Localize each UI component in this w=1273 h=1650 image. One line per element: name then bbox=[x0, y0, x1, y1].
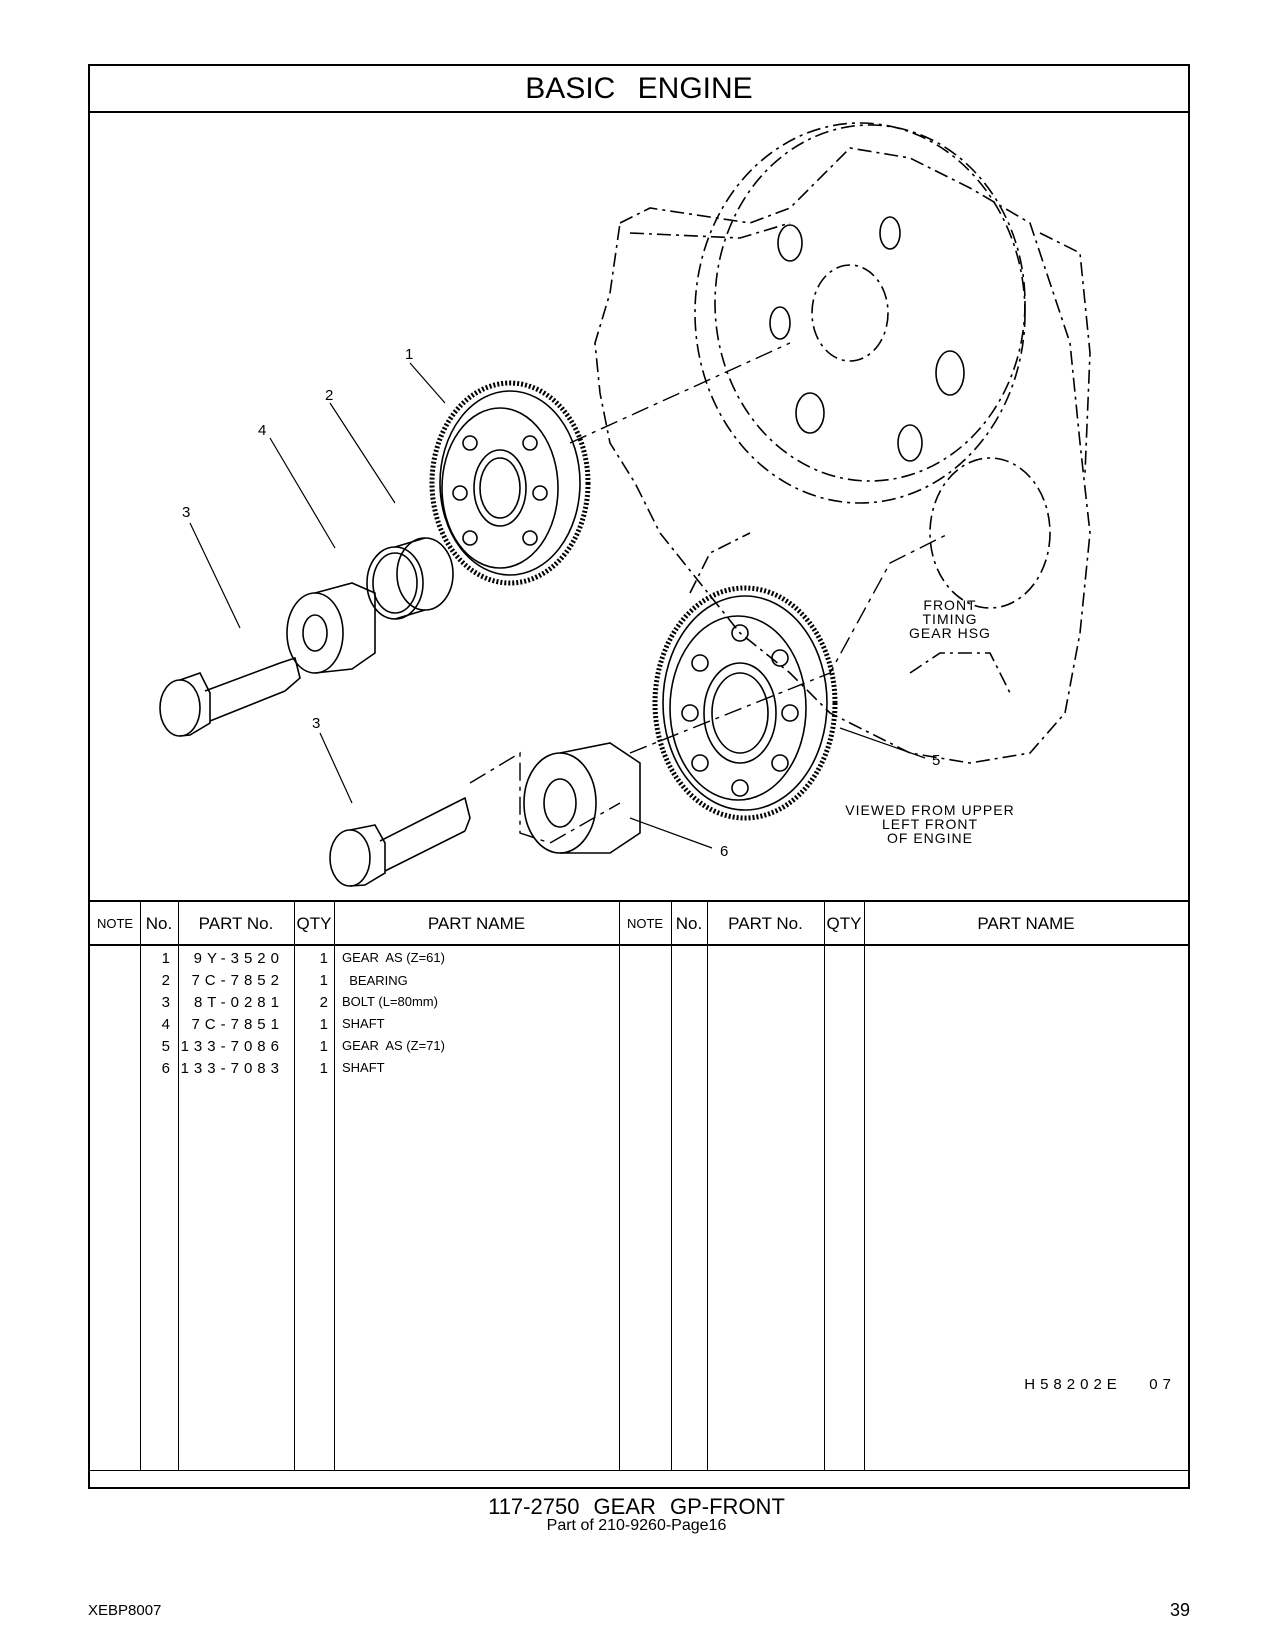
column-divider bbox=[334, 900, 335, 1470]
column-divider bbox=[619, 900, 620, 1470]
row-qty: 1 bbox=[319, 1060, 328, 1077]
gear-assembly-illustration: 1 2 4 3 3 5 6 FRONT TIMING GEAR HSG VIEW… bbox=[159, 122, 1091, 887]
assembly-centre-lines bbox=[469, 342, 951, 844]
parts-table-header: NOTE No. PART No. QTY PART NAME NOTE No.… bbox=[90, 900, 1188, 946]
row-no: 5 bbox=[161, 1038, 170, 1055]
header-note-left: NOTE bbox=[96, 916, 134, 931]
row-part-name: SHAFT bbox=[342, 1016, 385, 1031]
document-id: XEBP8007 bbox=[88, 1602, 162, 1619]
header-part-no-right: PART No. bbox=[728, 914, 803, 933]
row-no: 1 bbox=[161, 950, 170, 967]
gear-z71 bbox=[652, 585, 838, 821]
column-divider bbox=[140, 900, 141, 1470]
row-qty: 1 bbox=[319, 972, 328, 989]
row-no: 6 bbox=[161, 1060, 170, 1077]
svg-text:FRONT: FRONT bbox=[923, 597, 976, 613]
shaft-part-upper bbox=[286, 582, 376, 674]
row-no: 4 bbox=[161, 1016, 170, 1033]
timing-housing-outline bbox=[594, 122, 1091, 764]
table-bottom-rule bbox=[90, 1470, 1188, 1471]
header-qty-right: QTY bbox=[826, 914, 862, 933]
svg-text:TIMING: TIMING bbox=[923, 611, 978, 627]
housing-label: FRONT TIMING GEAR HSG bbox=[909, 597, 991, 641]
page-title: BASIC ENGINE bbox=[90, 66, 1188, 113]
view-orientation-label: VIEWED FROM UPPER LEFT FRONT OF ENGINE bbox=[845, 802, 1014, 846]
header-qty-left: QTY bbox=[296, 914, 332, 933]
row-part-no: 7C-7852 bbox=[191, 972, 284, 989]
group-title: 117-2750 GEAR GP-FRONT bbox=[488, 1494, 785, 1519]
row-part-no: 133-7083 bbox=[180, 1060, 284, 1077]
svg-text:GEAR HSG: GEAR HSG bbox=[909, 625, 991, 641]
header-no-right: No. bbox=[675, 914, 703, 933]
shaft-part-lower bbox=[523, 742, 641, 854]
row-qty: 2 bbox=[319, 994, 328, 1011]
illustration-code: H58202E 07 bbox=[1024, 1376, 1176, 1393]
header-no-left: No. bbox=[145, 914, 173, 933]
row-qty: 1 bbox=[319, 950, 328, 967]
column-divider bbox=[671, 900, 672, 1470]
callout-3-lower: 3 bbox=[312, 715, 320, 732]
row-part-name: GEAR AS (Z=61) bbox=[342, 950, 445, 965]
column-divider bbox=[707, 900, 708, 1470]
row-no: 3 bbox=[161, 994, 170, 1011]
exploded-parts-drawing: 1 2 4 3 3 5 6 FRONT TIMING GEAR HSG VIEW… bbox=[90, 113, 1188, 900]
row-qty: 1 bbox=[319, 1038, 328, 1055]
svg-text:VIEWED FROM UPPER: VIEWED FROM UPPER bbox=[845, 802, 1014, 818]
bolt-part-upper bbox=[159, 656, 301, 737]
column-divider bbox=[864, 900, 865, 1470]
callout-4: 4 bbox=[258, 422, 266, 439]
row-part-name: BEARING bbox=[342, 973, 408, 988]
header-part-no-left: PART No. bbox=[198, 914, 274, 933]
callout-2: 2 bbox=[325, 387, 333, 404]
header-part-name-left: PART NAME bbox=[427, 914, 526, 933]
callout-3-upper: 3 bbox=[182, 504, 190, 521]
row-part-name: SHAFT bbox=[342, 1060, 385, 1075]
callout-1: 1 bbox=[405, 346, 413, 363]
row-part-no: 9Y-3520 bbox=[193, 950, 284, 967]
svg-text:LEFT FRONT: LEFT FRONT bbox=[882, 816, 978, 832]
group-subtitle: Part of 210-9260-Page16 bbox=[546, 1517, 727, 1534]
row-part-name: BOLT (L=80mm) bbox=[342, 994, 438, 1009]
gear-z61 bbox=[429, 380, 591, 586]
housing-bolt-holes bbox=[769, 216, 965, 462]
page-number: 39 bbox=[1169, 1600, 1190, 1620]
row-part-no: 7C-7851 bbox=[191, 1016, 284, 1033]
callout-numbers: 1 2 4 3 3 5 6 bbox=[182, 346, 940, 860]
callout-5: 5 bbox=[932, 752, 940, 769]
column-divider bbox=[178, 900, 179, 1470]
row-qty: 1 bbox=[319, 1016, 328, 1033]
page-frame: BASIC ENGINE bbox=[88, 64, 1190, 1489]
callout-6: 6 bbox=[720, 843, 728, 860]
row-no: 2 bbox=[161, 972, 170, 989]
header-note-right: NOTE bbox=[626, 916, 664, 931]
row-part-name: GEAR AS (Z=71) bbox=[342, 1038, 445, 1053]
column-divider bbox=[294, 900, 295, 1470]
svg-text:OF ENGINE: OF ENGINE bbox=[887, 830, 973, 846]
callout-leaders bbox=[189, 362, 926, 849]
row-part-no: 133-7086 bbox=[180, 1038, 284, 1055]
header-part-name-right: PART NAME bbox=[977, 914, 1075, 933]
bearing-part bbox=[366, 537, 454, 620]
column-divider bbox=[824, 900, 825, 1470]
row-part-no: 8T-0281 bbox=[193, 994, 284, 1011]
bolt-part-lower bbox=[329, 796, 471, 887]
